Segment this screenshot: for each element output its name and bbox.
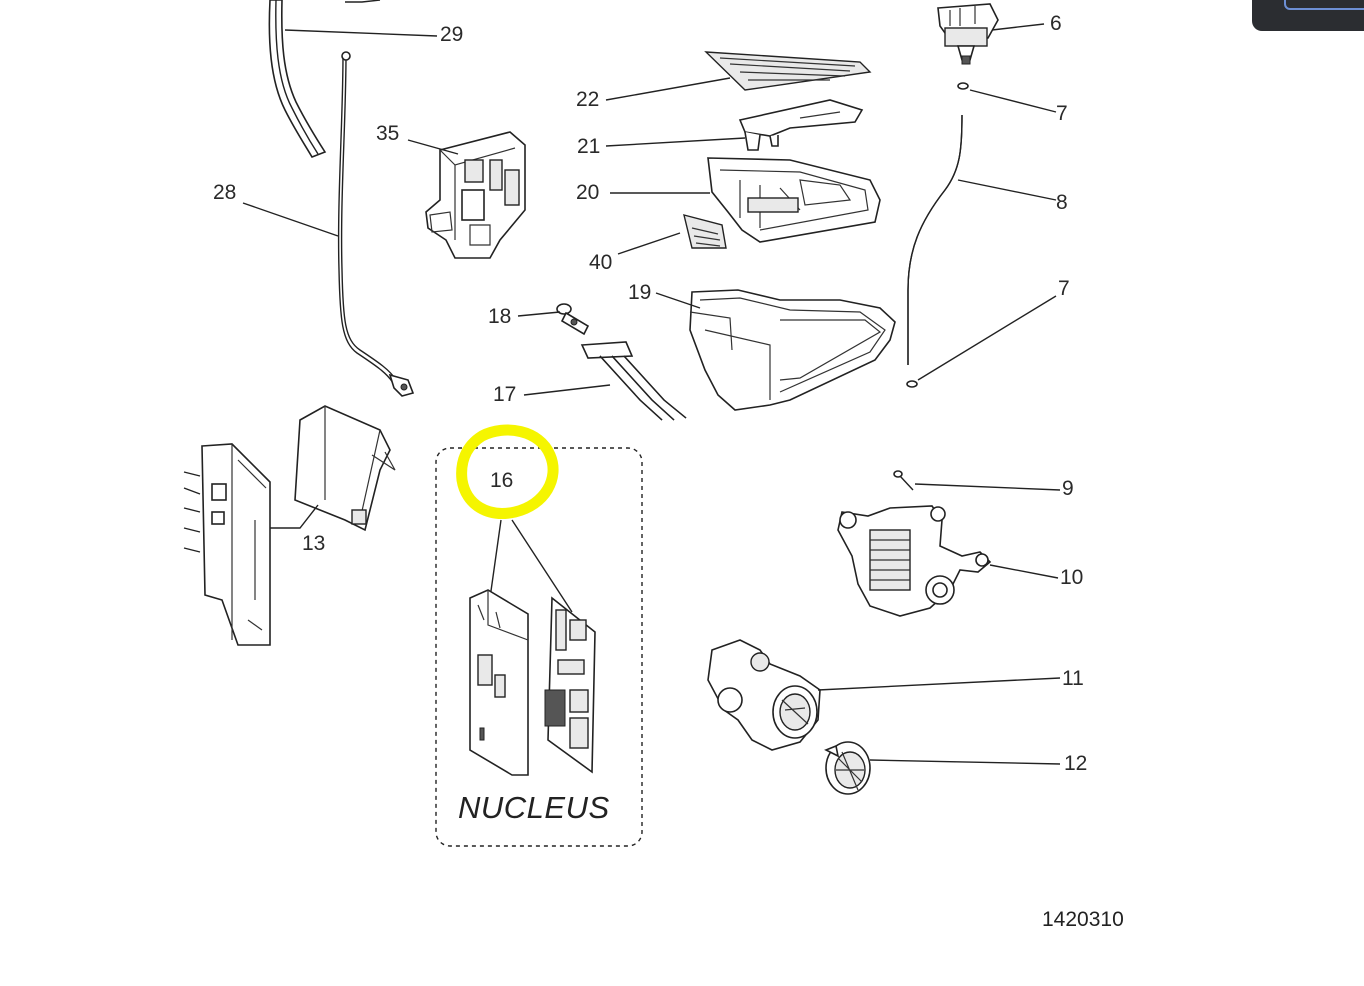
leader-7-bottom xyxy=(917,295,1057,381)
leader-12 xyxy=(869,759,1061,765)
leader-22 xyxy=(605,77,731,101)
part-20-drawer xyxy=(707,157,881,243)
callout-21: 21 xyxy=(577,135,601,158)
part-6-pressure-switch xyxy=(937,3,999,65)
leader-13 xyxy=(270,504,319,529)
part-35-door-lock xyxy=(425,131,526,259)
callout-17: 17 xyxy=(493,383,517,406)
callout-18: 18 xyxy=(488,305,512,328)
leader-18 xyxy=(517,311,561,317)
nucleus-group xyxy=(435,447,643,847)
part-10-motor xyxy=(837,505,992,617)
leader-19 xyxy=(655,292,701,309)
overlay-input-field[interactable] xyxy=(1284,0,1364,10)
part-11-pump xyxy=(707,639,821,751)
leader-28 xyxy=(242,202,339,237)
callout-6: 6 xyxy=(1050,12,1062,35)
part-29-hose xyxy=(268,0,381,158)
part-21-siphon xyxy=(738,99,864,151)
callout-8: 8 xyxy=(1056,191,1068,214)
part-19-housing xyxy=(689,289,896,411)
part-7-ring-top xyxy=(957,82,969,90)
leader-9 xyxy=(914,483,1061,491)
leader-7-top xyxy=(969,89,1057,113)
nucleus-label: NUCLEUS xyxy=(458,790,610,825)
highlight-circle-16 xyxy=(456,424,559,519)
part-8-tube xyxy=(907,114,963,365)
callout-10: 10 xyxy=(1060,566,1084,589)
leader-11 xyxy=(817,677,1061,691)
leader-8 xyxy=(957,179,1057,201)
callout-19: 19 xyxy=(628,281,652,304)
part-12-filter xyxy=(824,741,871,795)
callout-29: 29 xyxy=(440,23,464,46)
leader-29 xyxy=(284,29,438,37)
part-22-cover xyxy=(704,51,872,91)
callout-13: 13 xyxy=(302,532,326,555)
leader-40 xyxy=(617,232,681,255)
leader-21 xyxy=(605,137,746,147)
part-9-screw xyxy=(893,470,914,491)
leader-35 xyxy=(407,139,459,155)
callout-28: 28 xyxy=(213,181,237,204)
leader-10 xyxy=(989,564,1059,579)
callout-7-top: 7 xyxy=(1056,102,1068,125)
part-17-heater xyxy=(580,341,687,421)
part-18-sensor xyxy=(556,303,590,336)
leader-17 xyxy=(523,384,611,396)
callout-9: 9 xyxy=(1062,477,1074,500)
callout-7-bottom: 7 xyxy=(1058,277,1070,300)
callout-40: 40 xyxy=(589,251,613,274)
callout-16: 16 xyxy=(490,469,514,492)
part-40-clip xyxy=(683,214,727,249)
part-28-cable xyxy=(337,51,415,397)
part-13-housing xyxy=(183,405,396,646)
document-number: 1420310 xyxy=(1042,908,1124,931)
callout-12: 12 xyxy=(1064,752,1088,775)
part-7-ring-bottom xyxy=(906,380,918,388)
callout-35: 35 xyxy=(376,122,400,145)
callout-11: 11 xyxy=(1062,667,1084,690)
callout-22: 22 xyxy=(576,88,600,111)
callout-20: 20 xyxy=(576,181,600,204)
leader-6 xyxy=(991,23,1045,31)
